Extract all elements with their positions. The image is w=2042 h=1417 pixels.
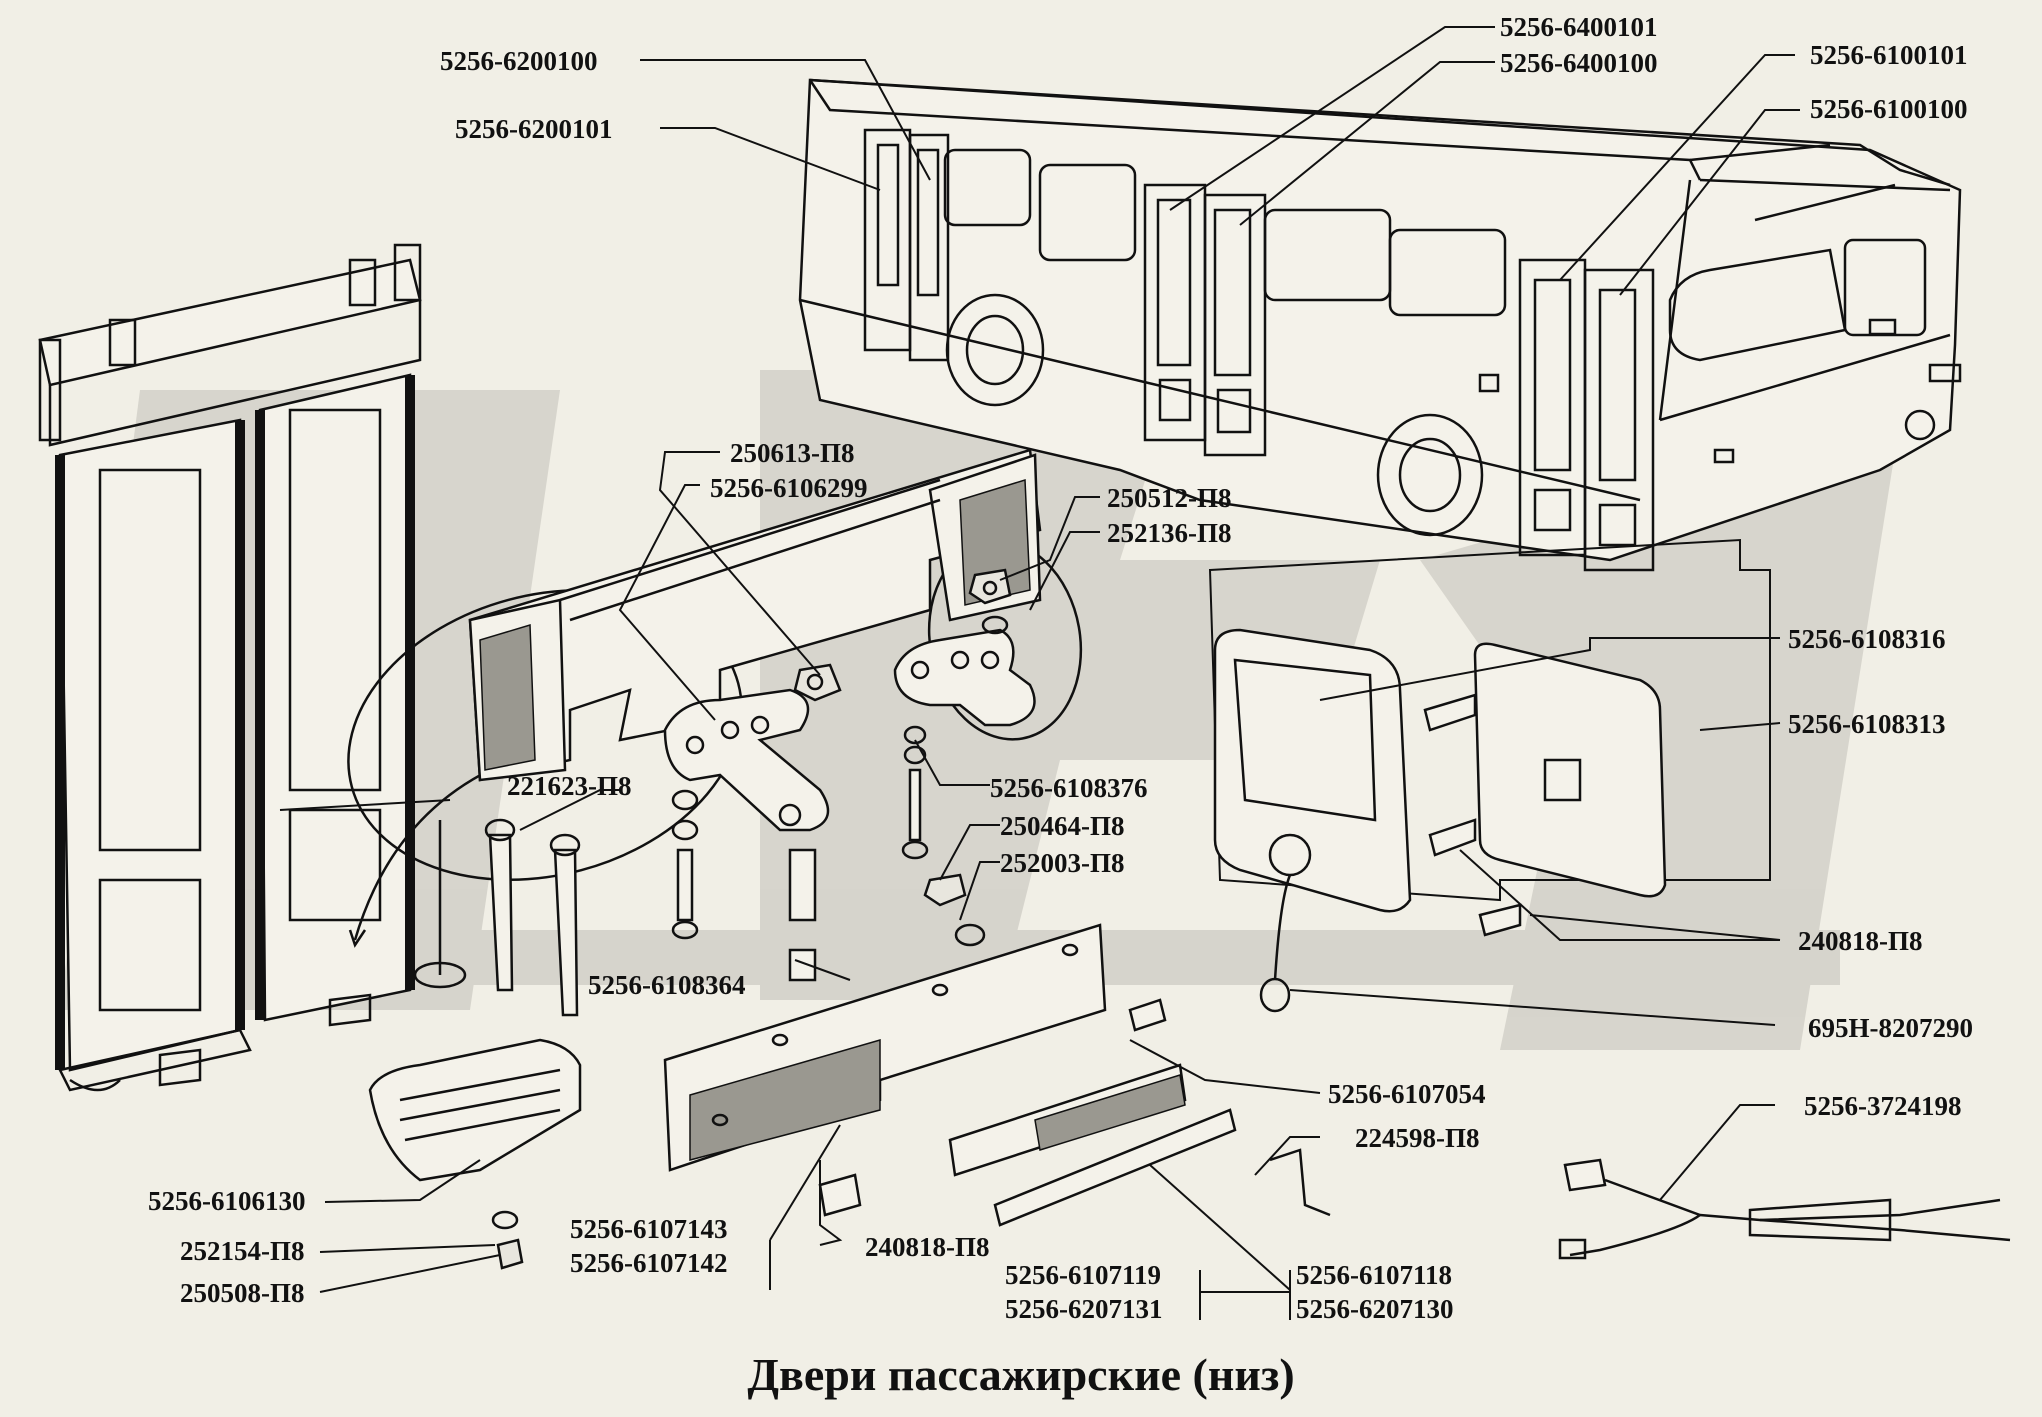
step-lamp <box>1208 538 1771 1013</box>
label-part-252003: 252003-П8 <box>1000 848 1125 878</box>
label-part-695h: 695Н-8207290 <box>1808 1013 1973 1043</box>
label-part-6107143: 5256-6107143 <box>570 1214 728 1244</box>
label-part-250613: 250613-П8 <box>730 438 855 468</box>
fasteners <box>484 568 1012 1017</box>
label-part-6100100: 5256-6100100 <box>1810 94 1968 124</box>
label-part-240818-right: 240818-П8 <box>1798 926 1923 956</box>
label-part-6400100: 5256-6400100 <box>1500 48 1658 78</box>
label-part-250464: 250464-П8 <box>1000 811 1125 841</box>
label-part-6207131: 5256-6207131 <box>1005 1294 1163 1324</box>
label-part-6200100: 5256-6200100 <box>440 46 598 76</box>
label-part-6107118: 5256-6107118 <box>1296 1260 1453 1290</box>
label-part-6107054: 5256-6107054 <box>1328 1079 1486 1109</box>
leader-lines <box>279 26 1800 1320</box>
bus-drawing <box>798 78 1962 572</box>
label-part-240818-bottom: 240818-П8 <box>865 1232 990 1262</box>
bracket-left <box>663 688 830 832</box>
door-rail <box>468 448 1042 782</box>
bracket-right <box>893 628 1036 727</box>
label-part-6106299: 5256-6106299 <box>710 473 868 503</box>
label-part-221623: 221623-П8 <box>507 771 632 801</box>
step-plate <box>368 1038 582 1270</box>
label-part-6108316: 5256-6108316 <box>1788 624 1946 654</box>
door-assembly <box>38 243 467 1092</box>
label-part-224598: 224598-П8 <box>1355 1123 1480 1153</box>
label-part-252136: 252136-П8 <box>1107 518 1232 548</box>
threshold-strips <box>818 998 1331 1227</box>
label-part-6107119: 5256-6107119 <box>1005 1260 1162 1290</box>
label-part-6200101: 5256-6200101 <box>455 114 613 144</box>
label-part-252154: 252154-П8 <box>180 1236 305 1266</box>
label-part-250512: 250512-П8 <box>1107 483 1232 513</box>
label-part-6108313: 5256-6108313 <box>1788 709 1946 739</box>
label-part-6106130: 5256-6106130 <box>148 1186 306 1216</box>
label-part-6108376: 5256-6108376 <box>990 773 1148 803</box>
label-part-6107142: 5256-6107142 <box>570 1248 728 1278</box>
diagram-title: Двери пассажирские (низ) <box>747 1349 1295 1400</box>
label-part-6400101: 5256-6400101 <box>1500 12 1658 42</box>
label-part-6100101: 5256-6100101 <box>1810 40 1968 70</box>
label-part-6108364: 5256-6108364 <box>588 970 746 1000</box>
label-part-3724198: 5256-3724198 <box>1804 1091 1962 1121</box>
wiring-harness <box>1558 1158 2011 1260</box>
label-part-250508: 250508-П8 <box>180 1278 305 1308</box>
threshold-profile <box>663 923 1107 1172</box>
label-part-6207130: 5256-6207130 <box>1296 1294 1454 1324</box>
